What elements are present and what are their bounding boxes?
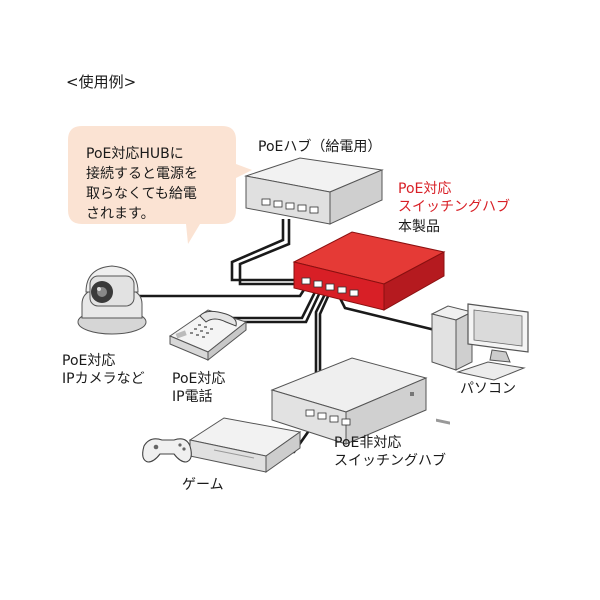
non-poe-switch-label-line: スイッチングハブ (334, 453, 446, 469)
ip-camera-label: PoE対応 IPカメラなど (62, 352, 145, 388)
ip-camera-label-line: PoE対応 (62, 353, 116, 369)
game-label: ゲーム (182, 477, 224, 493)
callout-line: PoE対応HUBに (86, 146, 184, 162)
product-tag-label: 本製品 (398, 219, 440, 235)
ip-camera-label-line: IPカメラなど (62, 371, 145, 387)
product-label-line: スイッチングハブ (398, 199, 510, 215)
poe-hub-device (244, 157, 384, 225)
callout-bubble (68, 126, 252, 244)
pc-label: パソコン (460, 381, 516, 397)
callout-line: 取らなくても給電 (86, 186, 197, 202)
desktop-pc-device (430, 303, 529, 425)
non-poe-switch-label-line: PoE非対応 (334, 435, 402, 451)
callout-text: PoE対応HUBに 接続すると電源を 取らなくても給電 されます。 (86, 144, 198, 224)
poe-hub-label: PoEハブ（給電用） (258, 139, 382, 155)
non-poe-switch-device (270, 357, 428, 445)
ip-phone-device (168, 309, 248, 362)
ip-phone-label: PoE対応 IP電話 (172, 370, 225, 406)
game-console-device (188, 417, 302, 473)
product-label-line: PoE対応 (398, 181, 452, 197)
game-controller-icon (142, 438, 192, 463)
ip-camera-device (77, 265, 147, 335)
non-poe-switch-label: PoE非対応 スイッチングハブ (334, 434, 446, 470)
ip-phone-label-line: IP電話 (172, 389, 213, 405)
product-label: PoE対応 スイッチングハブ (398, 180, 510, 216)
red-poe-switch-device (292, 231, 446, 311)
ip-phone-label-line: PoE対応 (172, 371, 226, 387)
callout-line: されます。 (86, 206, 155, 222)
section-title: <使用例> (66, 73, 137, 91)
callout-line: 接続すると電源を (86, 166, 198, 182)
